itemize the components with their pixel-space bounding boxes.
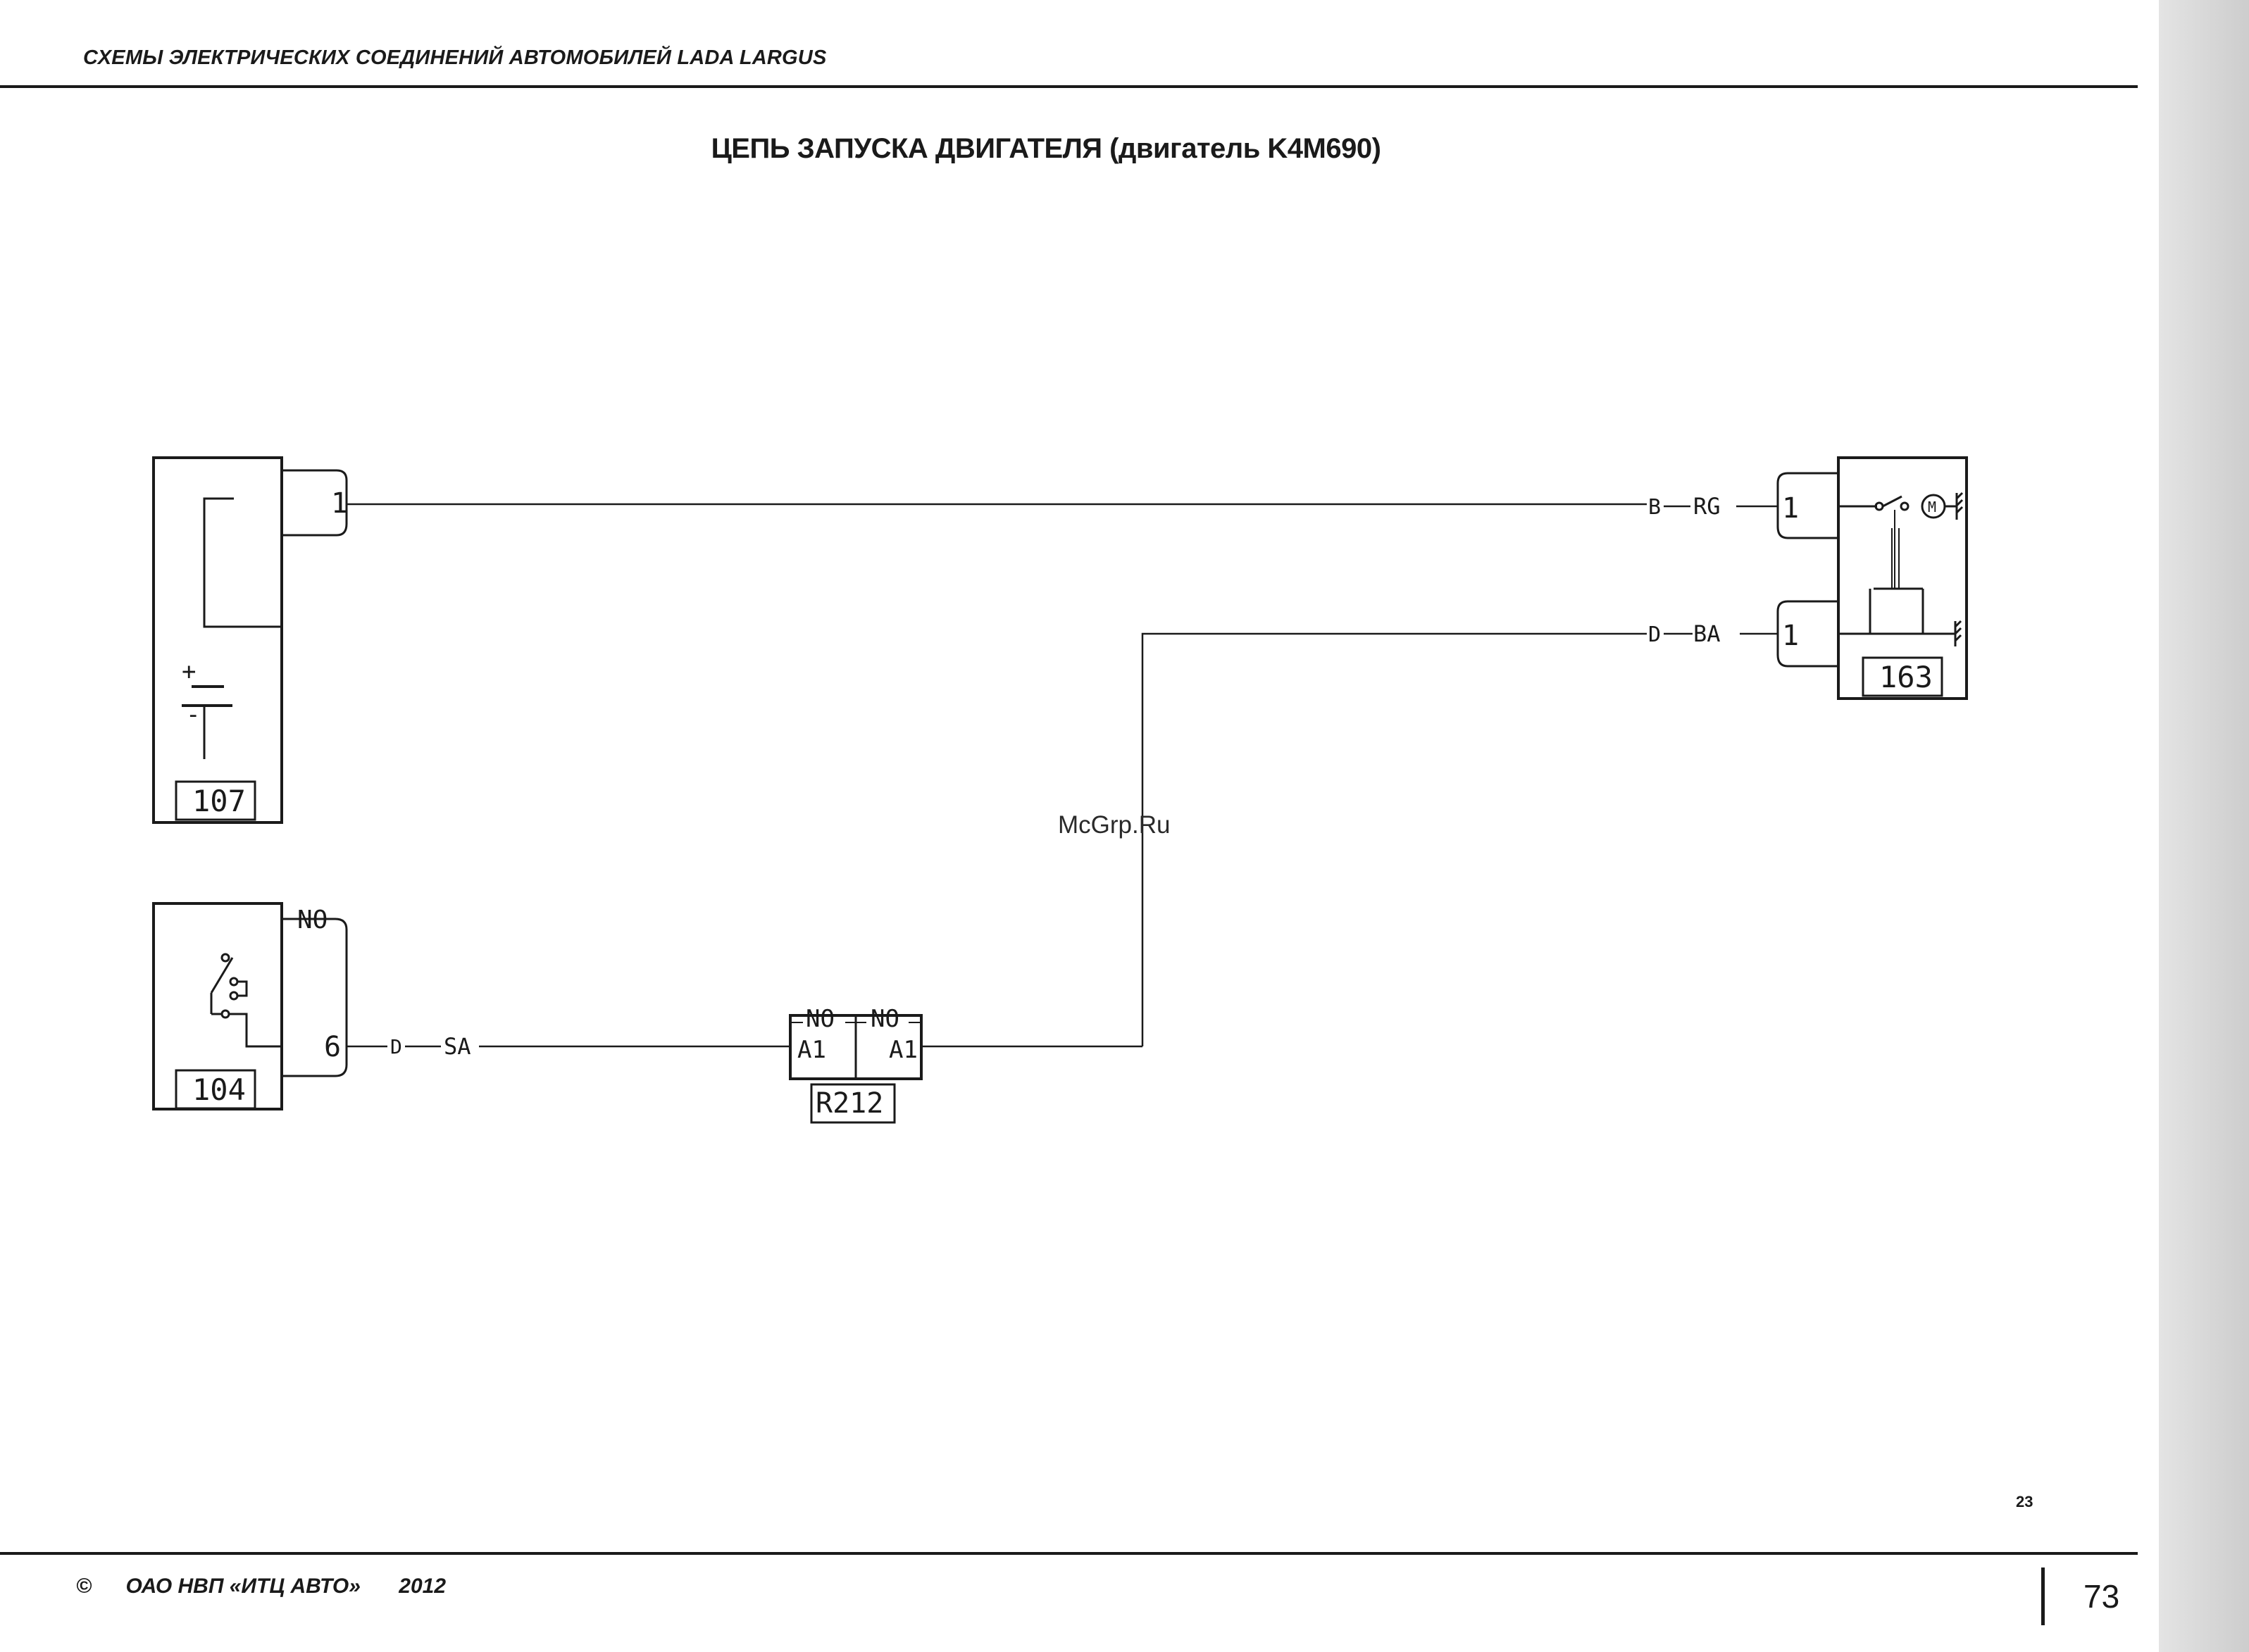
battery-plus-label: + [182, 658, 196, 686]
relay-right-a1-label: A1 [889, 1036, 918, 1064]
starter-component [1778, 458, 1967, 699]
copyright-icon: © [76, 1575, 92, 1598]
wire-middle-code: BA [1693, 620, 1721, 647]
footer-rule [0, 1552, 2138, 1555]
battery-id-label: 107 [192, 784, 246, 818]
relay-left-no-label: NO [806, 1005, 835, 1033]
starter-motor-label: M [1928, 499, 1936, 515]
wire-bottom-letter: D [390, 1035, 402, 1058]
wire-middle [1142, 634, 1778, 1046]
relay-right-no-label: NO [871, 1005, 899, 1033]
battery-component [154, 458, 347, 822]
starter-pin-bottom-label: 1 [1782, 620, 1799, 652]
sub-page-number: 23 [2016, 1493, 2033, 1511]
wire-top [347, 504, 1778, 506]
watermark: McGrp.Ru [1058, 811, 1170, 839]
page-number: 73 [2083, 1577, 2119, 1615]
publisher-name: ОАО НВП «ИТЦ АВТО» [125, 1575, 360, 1598]
relay-left-a1-label: A1 [797, 1036, 826, 1064]
switch-no-label: NO [297, 906, 328, 934]
wire-top-code: RG [1693, 493, 1721, 520]
relay-id-label: R212 [816, 1087, 883, 1120]
footer-copyright: © ОАО НВП «ИТЦ АВТО» 2012 [76, 1575, 446, 1598]
wire-bottom-code: SA [444, 1033, 471, 1060]
page-number-bar [2041, 1567, 2045, 1625]
publication-year: 2012 [399, 1575, 446, 1598]
starter-id-label: 163 [1879, 660, 1933, 694]
wire-top-letter: B [1648, 495, 1661, 520]
switch-pin-label: 6 [324, 1031, 341, 1063]
battery-pin-label: 1 [331, 487, 348, 520]
switch-id-label: 104 [192, 1072, 246, 1107]
starter-pin-top-label: 1 [1782, 492, 1799, 525]
battery-minus-label: - [186, 701, 200, 729]
wire-middle-letter: D [1648, 622, 1661, 647]
